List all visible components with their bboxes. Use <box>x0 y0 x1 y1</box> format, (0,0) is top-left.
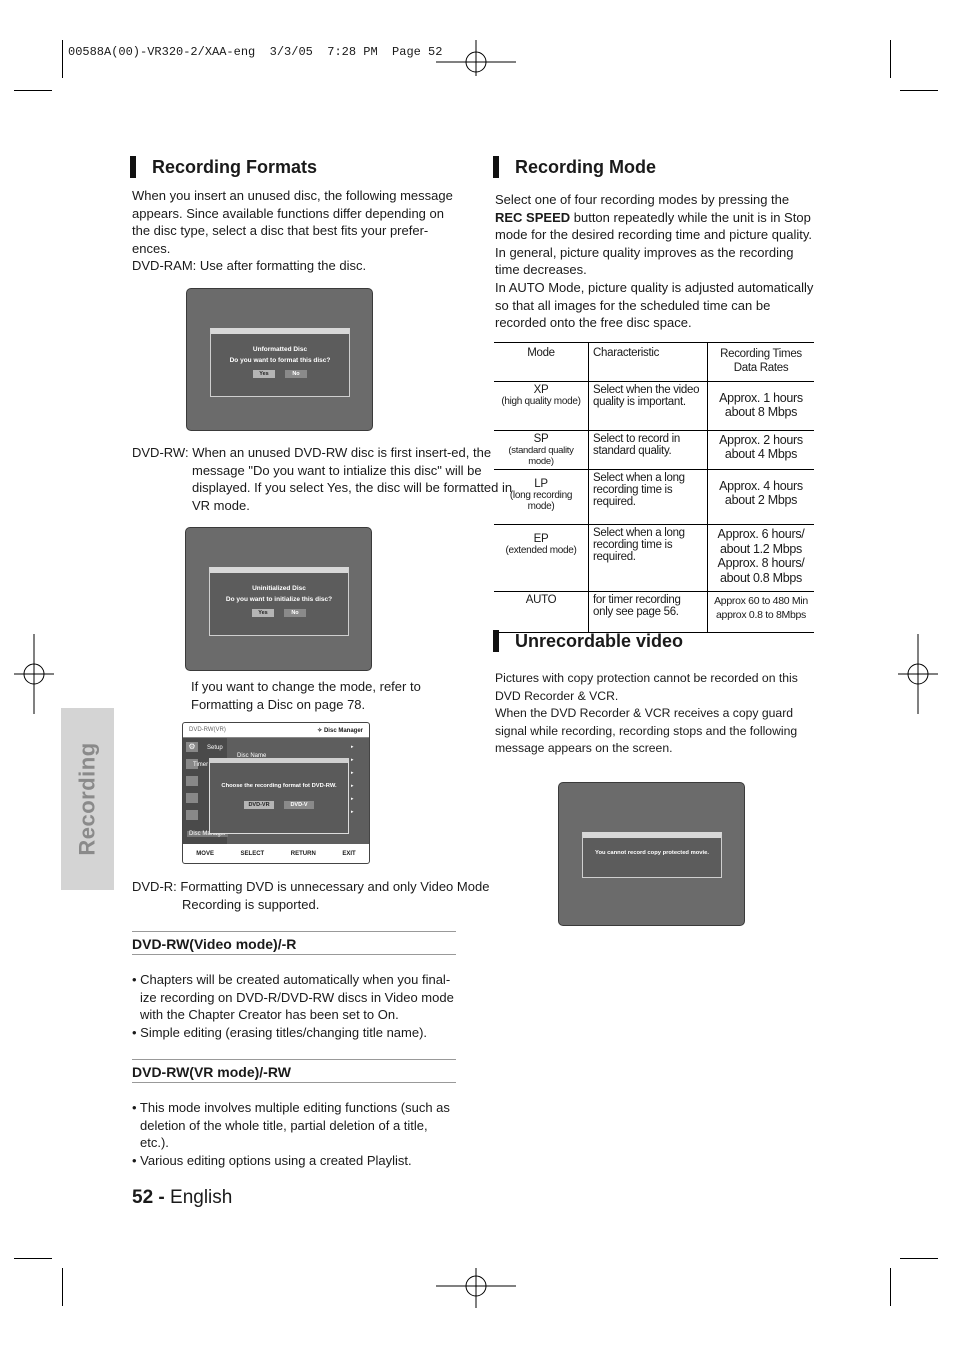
exit-hint: EXIT <box>342 851 356 857</box>
mode-rate: Approx. 2 hours about 4 Mbps <box>707 430 814 470</box>
auto-mode-paragraph: In AUTO Mode, picture quality is adjuste… <box>495 279 814 331</box>
side-tab-label: Recording <box>74 742 100 856</box>
unrecordable-paragraph: Pictures with copy protection cannot be … <box>495 671 798 756</box>
subheading-video-mode: DVD-RW(Video mode)/-R <box>132 931 456 955</box>
video-mode-list: • Chapters will be created automatically… <box>132 971 458 1041</box>
move-hint: MOVE <box>196 851 214 857</box>
copy-protected-message: You cannot record copy protected movie. <box>595 850 709 856</box>
format-dialog: Choose the recording format fot DVD-RW. … <box>209 758 349 834</box>
mode-name: AUTO <box>525 594 557 606</box>
dvd-vr-button[interactable]: DVD-VR <box>244 801 274 809</box>
mode-rate: Approx. 1 hours about 8 Mbps <box>707 381 814 431</box>
dvdram-note: DVD-RAM: Use after formatting the disc. <box>132 258 367 274</box>
section-title-recording-formats: Recording Formats <box>130 156 317 178</box>
vr-mode-list: • This mode involves multiple editing fu… <box>132 1099 458 1169</box>
select-hint: SELECT <box>240 851 265 857</box>
page-number: 52 - <box>132 1187 165 1208</box>
change-mode-note: If you want to change the mode, refer to… <box>191 679 421 712</box>
side-item-disc-manager[interactable]: Disc Manager <box>187 831 229 837</box>
mode-name: SP <box>533 433 549 445</box>
page-footer: 52 - English <box>132 1187 232 1209</box>
print-slug: 00588A(00)-VR320-2/XAA-eng 3/3/05 7:28 P… <box>68 45 443 59</box>
osd-screen-copy-protected: You cannot record copy protected movie. <box>558 782 745 926</box>
disc-type-label: DVD-RW(VR) <box>189 727 226 733</box>
intro-paragraph: When you insert an unused disc, the foll… <box>132 187 458 275</box>
playlist-icon[interactable] <box>186 793 198 803</box>
list-item: • Chapters will be created automatically… <box>132 972 454 1023</box>
dvdrw-paragraph: DVD-RW: When an unused DVD-RW disc is fi… <box>132 445 513 513</box>
mode-characteristic: Select when a long recording time is req… <box>588 469 708 525</box>
yes-button[interactable]: Yes <box>253 370 275 378</box>
dvd-v-button[interactable]: DVD-V <box>284 801 314 809</box>
mode-name: EP <box>533 533 549 545</box>
title-icon[interactable] <box>186 776 198 786</box>
disc-name-field: Disc Name <box>237 753 267 759</box>
recording-mode-intro: Select one of four recording modes by pr… <box>495 191 821 332</box>
header-characteristic: Characteristic <box>588 342 708 382</box>
dialog-copy-protected: You cannot record copy protected movie. <box>582 832 722 878</box>
side-item-timer[interactable]: Timer <box>193 762 209 768</box>
list-item: • Simple editing (erasing titles/changin… <box>132 1024 428 1040</box>
yes-button[interactable]: Yes <box>252 609 274 617</box>
dialog-uninitialized: Uninitialized Disc Do you want to initia… <box>209 567 349 636</box>
osd-screen-unformatted: Unformatted Disc Do you want to format t… <box>186 288 373 431</box>
subheading-vr-mode: DVD-RW(VR mode)/-RW <box>132 1059 456 1083</box>
list-item: • Various editing options using a create… <box>132 1152 412 1168</box>
disc-icon[interactable] <box>186 810 198 820</box>
osd-screen-uninitialized: Uninitialized Disc Do you want to initia… <box>185 527 372 671</box>
side-item-setup[interactable]: Setup <box>207 745 223 751</box>
mode-characteristic: Select when the video quality is importa… <box>588 381 708 431</box>
mode-characteristic: for timer recording only see page 56. <box>588 591 708 633</box>
language-label: English <box>170 1187 233 1208</box>
no-button[interactable]: No <box>284 609 306 617</box>
arrow-icons: ▸▸▸▸▸▸ <box>351 744 354 815</box>
osd-screen-disc-manager: DVD-RW(VR) ✧ Disc Manager ⚙ Setup Timer … <box>182 722 370 864</box>
mode-name: LP <box>534 478 548 490</box>
registration-mark-left <box>14 634 54 714</box>
menu-title: ✧ Disc Manager <box>317 728 363 734</box>
header-rates: Recording Times Data Rates <box>707 342 814 382</box>
return-hint: RETURN <box>290 851 316 857</box>
side-tab <box>61 708 114 890</box>
mode-subtitle: (extended mode) <box>505 545 577 556</box>
mode-rate: Approx. 4 hours about 2 Mbps <box>707 469 814 525</box>
section-title-recording-mode: Recording Mode <box>493 156 656 178</box>
mode-characteristic: Select to record in standard quality. <box>588 430 708 470</box>
mode-subtitle: (long recording mode) <box>509 490 573 512</box>
mode-subtitle: (standard quality mode) <box>508 445 574 467</box>
mode-rate: Approx. 6 hours/ about 1.2 Mbps Approx. … <box>707 524 814 592</box>
mode-characteristic: Select when a long recording time is req… <box>588 524 708 592</box>
dialog-unformatted: Unformatted Disc Do you want to format t… <box>210 328 350 397</box>
header-mode: Mode <box>527 347 555 359</box>
rec-speed-term: REC SPEED <box>495 209 571 225</box>
registration-mark-bottom <box>436 1268 516 1308</box>
mode-name: XP <box>533 384 549 396</box>
gear-icon[interactable]: ⚙ <box>186 742 198 752</box>
section-title-unrecordable-video: Unrecordable video <box>493 630 683 652</box>
registration-mark-top <box>436 40 516 76</box>
recording-modes-table: Mode Characteristic Recording Times Data… <box>494 342 814 633</box>
mode-rate: Approx 60 to 480 Min approx 0.8 to 8Mbps <box>707 591 814 633</box>
timer-icon[interactable] <box>186 759 198 769</box>
no-button[interactable]: No <box>285 370 307 378</box>
dvdr-paragraph: DVD-R: Formatting DVD is unnecessary and… <box>132 879 490 912</box>
osd-footer: MOVE SELECT RETURN EXIT <box>183 845 369 863</box>
registration-mark-right <box>898 634 938 714</box>
mode-subtitle: (high quality mode) <box>501 396 581 407</box>
list-item: • This mode involves multiple editing fu… <box>132 1100 450 1151</box>
